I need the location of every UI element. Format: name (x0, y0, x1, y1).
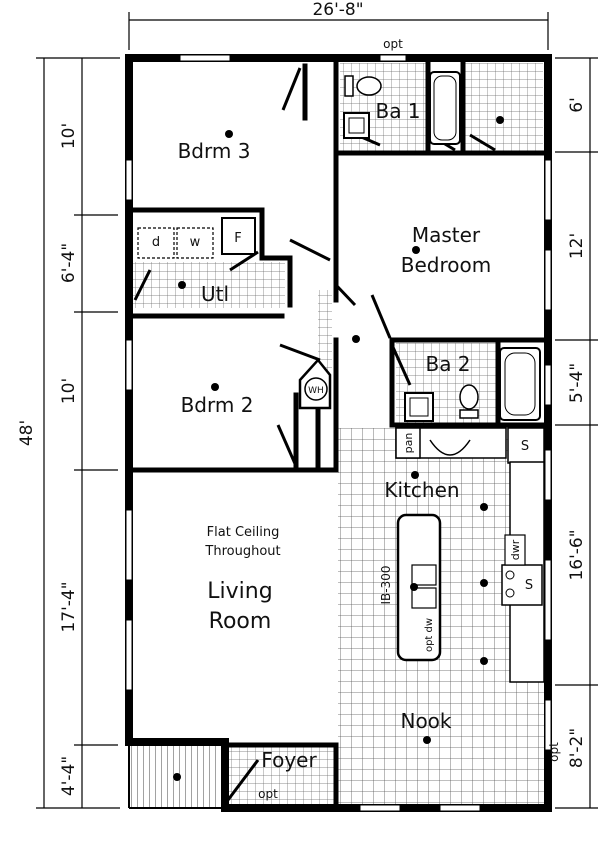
dim-left-2: 6'-4" (59, 243, 79, 283)
dim-right-2: 12' (567, 233, 587, 259)
room-master-1: Master (412, 223, 481, 247)
dim-left-5: 4'-4" (59, 756, 79, 796)
opt-note-top: opt (383, 37, 403, 51)
ceiling-lights (173, 116, 504, 781)
room-foyer: Foyer (261, 748, 317, 772)
sink-label-top: S (521, 439, 529, 454)
opt-dw-label: opt dw (424, 618, 435, 652)
kitchen-fixtures (395, 427, 545, 683)
dim-right-3: 5'-4" (567, 363, 587, 403)
foyer-floor (226, 745, 336, 806)
room-kitchen: Kitchen (384, 478, 459, 502)
dryer-label: d (152, 235, 160, 250)
room-bdrm2: Bdrm 2 (181, 393, 254, 417)
ba2-fixtures (404, 347, 541, 422)
interior-walls (130, 57, 548, 809)
room-utl: Utl (201, 282, 229, 306)
dim-height-total: 48' (17, 420, 37, 446)
room-ba1: Ba 1 (375, 99, 420, 123)
room-ba2: Ba 2 (425, 352, 470, 376)
dwr-label: dwr (509, 539, 522, 560)
windows (125, 54, 552, 812)
dim-right-4: 16'-6" (567, 529, 587, 580)
water-heater-closet (298, 358, 332, 410)
room-living-2: Room (209, 609, 272, 634)
ceiling-note-1: Flat Ceiling (207, 525, 280, 540)
room-bdrm3: Bdrm 3 (178, 139, 251, 163)
room-living-1: Living (207, 579, 272, 604)
island-label: IB-300 (379, 565, 393, 604)
pan-label: pan (402, 433, 415, 454)
utility-fixtures (137, 217, 256, 259)
ba1-closet-floor (463, 63, 543, 151)
room-master-2: Bedroom (401, 253, 491, 277)
room-nook: Nook (400, 709, 451, 733)
dim-right-1: 6' (567, 97, 587, 113)
washer-label: w (190, 235, 201, 250)
ba1-fixtures (343, 71, 461, 145)
hall-floor (318, 290, 332, 370)
opt-note-foyer: opt (258, 787, 278, 801)
ceiling-note-2: Throughout (204, 544, 280, 559)
dim-left-4: 17'-4" (59, 581, 79, 632)
utl-floor (130, 262, 285, 308)
dim-width-top: 26'-8" (312, 0, 363, 20)
dim-left-1: 10' (59, 123, 79, 149)
water-heater-label: WH (308, 386, 324, 396)
sink-label-range: S (525, 578, 533, 593)
opt-note-nook: opt (547, 742, 561, 762)
dim-right-5: 8'-2" (567, 728, 587, 768)
dim-left-3: 10' (59, 378, 79, 404)
furnace-label: F (234, 231, 241, 246)
dimension-lines (36, 12, 598, 809)
